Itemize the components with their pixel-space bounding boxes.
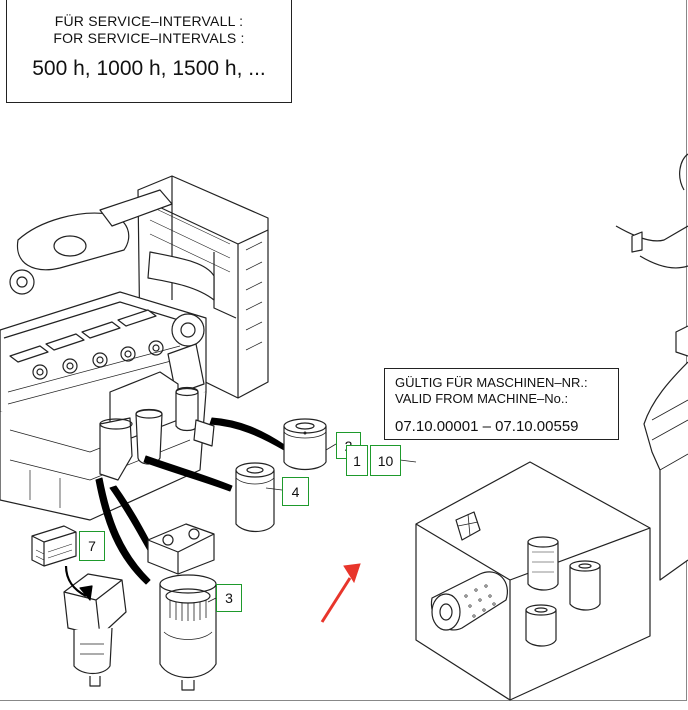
callout-7: 7 — [79, 531, 105, 561]
part-4-filter-drawing — [235, 462, 275, 533]
engine-drawing — [0, 175, 269, 521]
validity-label-de: GÜLTIG FÜR MASCHINEN–NR.: — [395, 375, 588, 390]
validity-label-en: VALID FROM MACHINE–No.: — [395, 391, 569, 406]
callout-1: 1 — [346, 445, 368, 476]
part-2-filter-drawing — [283, 418, 327, 471]
service-interval-label-en: FOR SERVICE–INTERVALS : — [53, 30, 245, 46]
service-interval-hours: 500 h, 1000 h, 1500 h, ... — [32, 57, 266, 80]
service-kit-box-drawing — [415, 461, 651, 701]
validity-range: 07.10.00001 – 07.10.00559 — [395, 418, 579, 435]
validity-box: GÜLTIG FÜR MASCHINEN–NR.: VALID FROM MAC… — [384, 368, 619, 440]
callout-leaders — [207, 443, 417, 603]
callout-3: 3 — [216, 584, 242, 612]
service-interval-label-de: FÜR SERVICE–INTERVALL : — [54, 13, 244, 29]
red-arrow — [320, 563, 361, 623]
right-edge-drawing — [615, 153, 688, 581]
callout-10: 10 — [370, 445, 401, 476]
part-3-separator-drawing — [147, 523, 217, 691]
callout-4: 4 — [282, 477, 309, 506]
part-7-element-drawing — [31, 525, 127, 687]
service-interval-box: FÜR SERVICE–INTERVALL : FOR SERVICE–INTE… — [6, 0, 292, 103]
